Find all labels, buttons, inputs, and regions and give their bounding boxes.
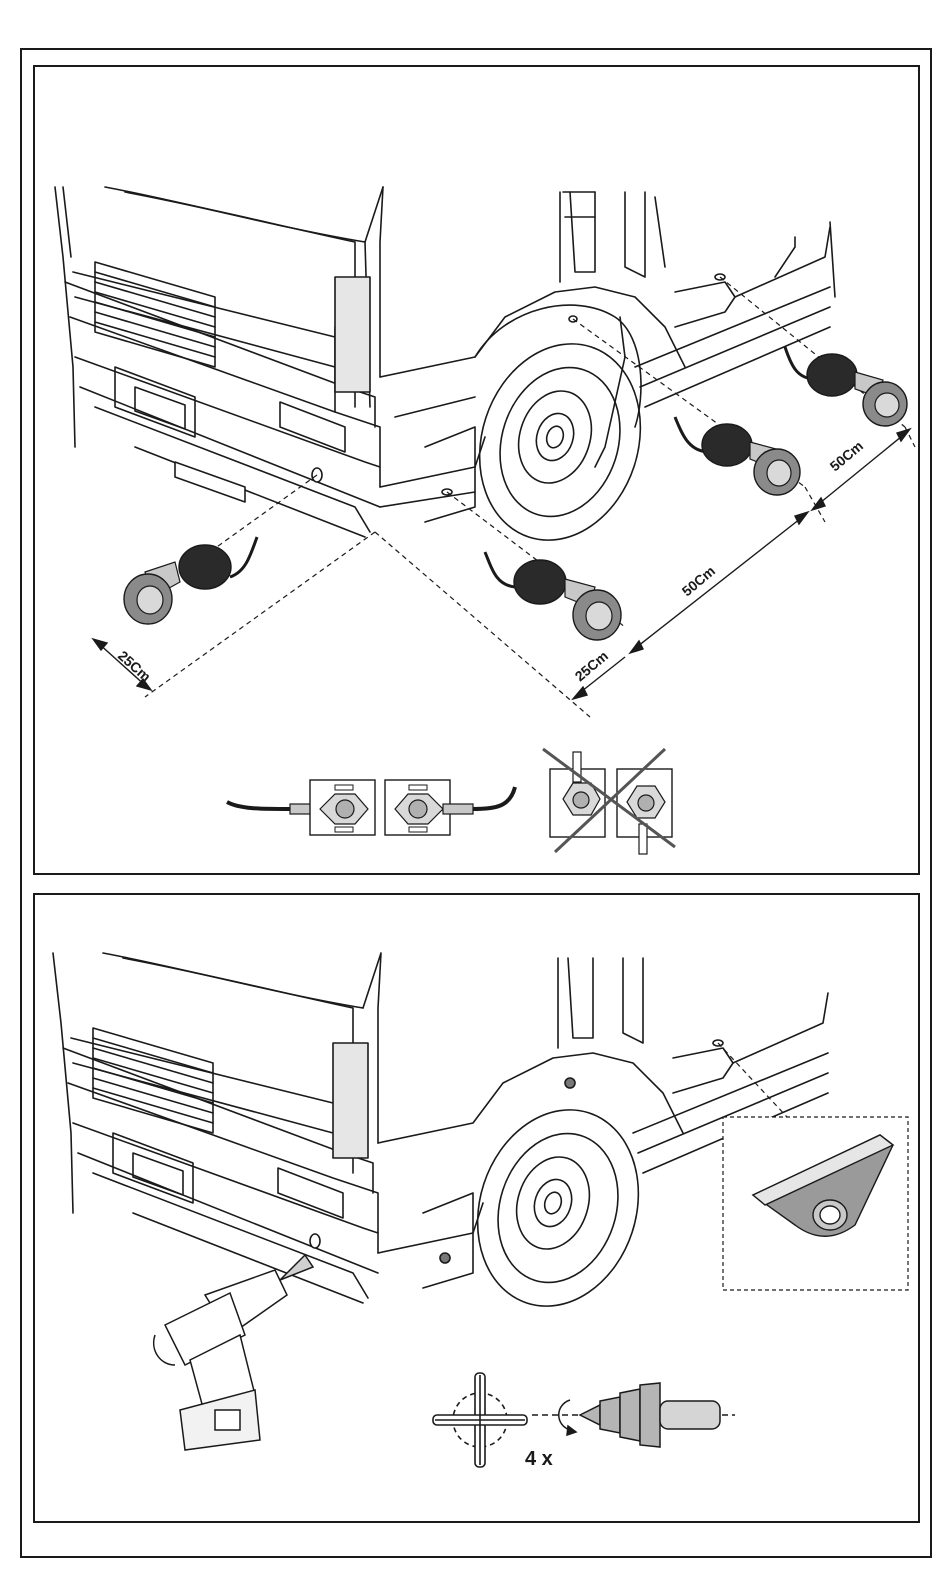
step-drill-bit [532, 1383, 735, 1447]
orientation-incorrect [543, 749, 675, 854]
panel-drilling: 4 x [33, 893, 920, 1523]
dimension-25cm-right: 25Cm [572, 648, 612, 685]
sensor-left [124, 537, 257, 624]
side-mirror [335, 277, 370, 392]
dimension-50cm-middle: 50Cm [679, 563, 719, 600]
dimension-25cm-left: 25Cm [115, 647, 154, 684]
sensor-center [485, 552, 621, 640]
panel-sensor-placement: 25Cm 25Cm 50Cm 50Cm [33, 65, 920, 875]
crosshair-icon [433, 1373, 527, 1467]
placement-illustration: 25Cm 25Cm 50Cm 50Cm [35, 67, 918, 873]
truck-cab [55, 187, 380, 537]
sensor-right-2 [785, 347, 907, 426]
guide-lines [145, 277, 915, 717]
side-mirror-bottom [333, 1043, 368, 1158]
bumper-hole [310, 1234, 320, 1248]
bumper-mount-marker [440, 1253, 450, 1263]
truck-cab-bottom [53, 953, 828, 1303]
dimension-50cm-outer: 50Cm [827, 438, 867, 475]
front-wheel [380, 305, 665, 561]
side-mount-marker [565, 1078, 575, 1088]
drilling-illustration: 4 x [35, 895, 918, 1521]
power-drill [154, 1255, 313, 1450]
front-wheel-bottom [423, 1089, 663, 1327]
orientation-correct [227, 780, 515, 835]
repeat-count: 4 x [525, 1448, 553, 1470]
sensor-right-1 [675, 417, 800, 495]
truck-side [335, 187, 835, 487]
